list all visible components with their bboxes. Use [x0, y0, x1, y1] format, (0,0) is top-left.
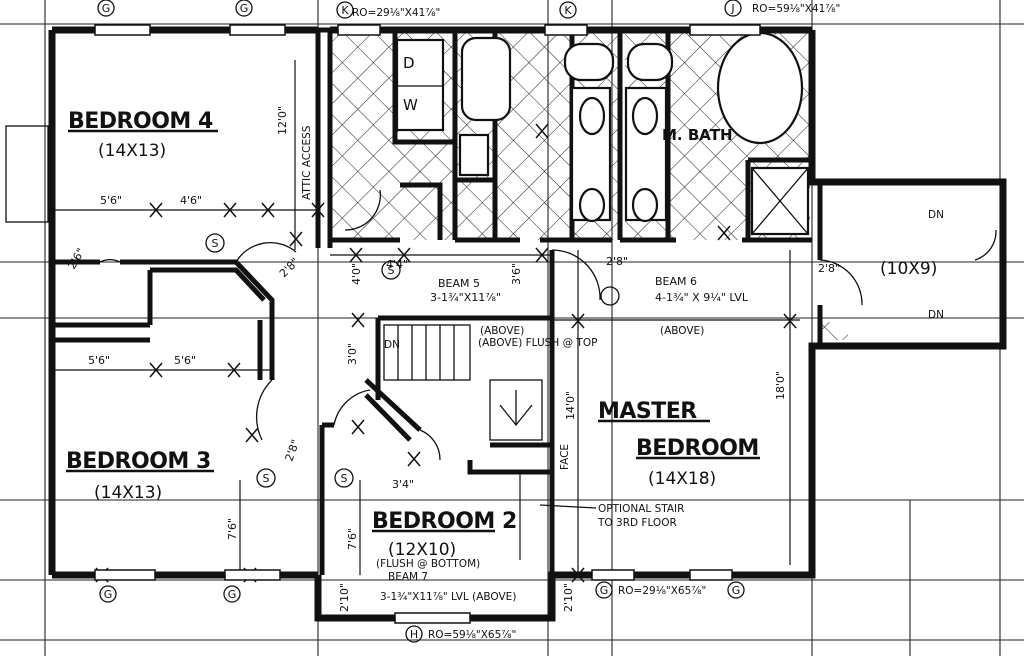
- dim-text: 2'6": [65, 246, 87, 272]
- smoke-detector-tag: S: [341, 472, 348, 485]
- master-size: (14X18): [648, 469, 716, 489]
- dn-label-upper: DN: [928, 209, 944, 221]
- window-tag: G: [102, 2, 111, 15]
- window-tag: K: [564, 4, 572, 17]
- stair-dn-label: DN: [384, 339, 400, 351]
- ro-bottom-note: RO=59⅛"X65⅞": [428, 629, 516, 641]
- beam5-title: BEAM 5: [438, 277, 480, 290]
- dim-text: 3'4": [392, 478, 414, 491]
- window-tag: G: [228, 588, 237, 601]
- dryer-label: D: [403, 54, 415, 72]
- window-tag: J: [730, 2, 734, 15]
- attic-access-note: ATTIC ACCESS: [301, 125, 313, 200]
- dn-label-lower: DN: [928, 309, 944, 321]
- dim-text: 7'6": [226, 518, 239, 540]
- mbath-label: M. BATH: [662, 126, 733, 144]
- stair: [383, 324, 543, 441]
- dim-text: 2'10": [562, 583, 575, 612]
- bedroom3-size: (14X13): [94, 483, 162, 503]
- ro-top-note: RO=59⅛"X41⅞": [752, 3, 840, 15]
- beam7-note: (FLUSH @ BOTTOM): [376, 558, 480, 570]
- beam7-title: BEAM 7: [388, 571, 428, 583]
- dim-text: 5'6": [88, 354, 110, 367]
- windows: [94, 24, 761, 624]
- dim-text: 18'0": [774, 371, 787, 400]
- beam6-spec: 4-1¾" X 9¼" LVL: [655, 291, 749, 304]
- dim-text: 5'6": [174, 354, 196, 367]
- window-tag-circles: [97, 0, 745, 643]
- optional-stair-note-1: OPTIONAL STAIR: [598, 503, 684, 515]
- bedroom2-size: (12X10): [388, 540, 456, 560]
- window-tag: K: [341, 4, 349, 17]
- window-tag: G: [240, 2, 249, 15]
- dim-text: 5'6": [100, 194, 122, 207]
- dim-text: 3'0": [346, 343, 359, 365]
- dim-text: 12'0": [276, 106, 289, 135]
- bath-fixtures: [395, 31, 810, 236]
- window-tag-labels: G G K K J G G H G G S S S S: [102, 2, 741, 641]
- dim-text: 4'6": [180, 194, 202, 207]
- window-tag: G: [732, 584, 741, 597]
- stair-note: (ABOVE) FLUSH @ TOP: [478, 337, 597, 349]
- smoke-detector-tag: S: [263, 472, 270, 485]
- foyer-size: (10X9): [880, 259, 937, 279]
- window-tag: G: [104, 588, 113, 601]
- beam7-spec: 3-1¾"X11⅞" LVL (ABOVE): [380, 591, 516, 603]
- dim-text: 2'8": [606, 255, 628, 268]
- ro-top-note-2: RO=29⅛"X41⅞": [352, 7, 440, 19]
- face-note: FACE: [559, 444, 571, 470]
- window-tag: H: [410, 628, 418, 641]
- chimney-bump: [5, 125, 49, 223]
- ro-bottom-master-note: RO=29⅛"X65⅞": [618, 585, 706, 597]
- dim-text: 4'4": [386, 258, 408, 271]
- bedroom4-size: (14X13): [98, 141, 166, 161]
- dim-text: 2'8": [818, 262, 840, 275]
- beam6-note: (ABOVE): [660, 325, 704, 337]
- dim-text: 7'6": [346, 528, 359, 550]
- beam5-note: (ABOVE): [480, 325, 524, 337]
- washer-label: W: [403, 96, 418, 114]
- beam6-title: BEAM 6: [655, 275, 697, 288]
- dim-text: 3'6": [510, 263, 523, 285]
- dim-text: 2'10": [338, 583, 351, 612]
- dim-text: 4'0": [350, 263, 363, 285]
- dim-text: 2'8": [277, 255, 302, 280]
- dim-text: 14'0": [564, 391, 577, 420]
- beam5-spec: 3-1¾"X11⅞": [430, 291, 501, 304]
- dim-text: 2'8": [283, 438, 303, 463]
- window-tag: G: [600, 584, 609, 597]
- door-swings: [99, 189, 997, 461]
- smoke-detector-tag: S: [388, 264, 395, 277]
- optional-stair-note-2: TO 3RD FLOOR: [597, 517, 677, 529]
- dimension-lines: [52, 60, 800, 575]
- smoke-detector-tag: S: [212, 237, 219, 250]
